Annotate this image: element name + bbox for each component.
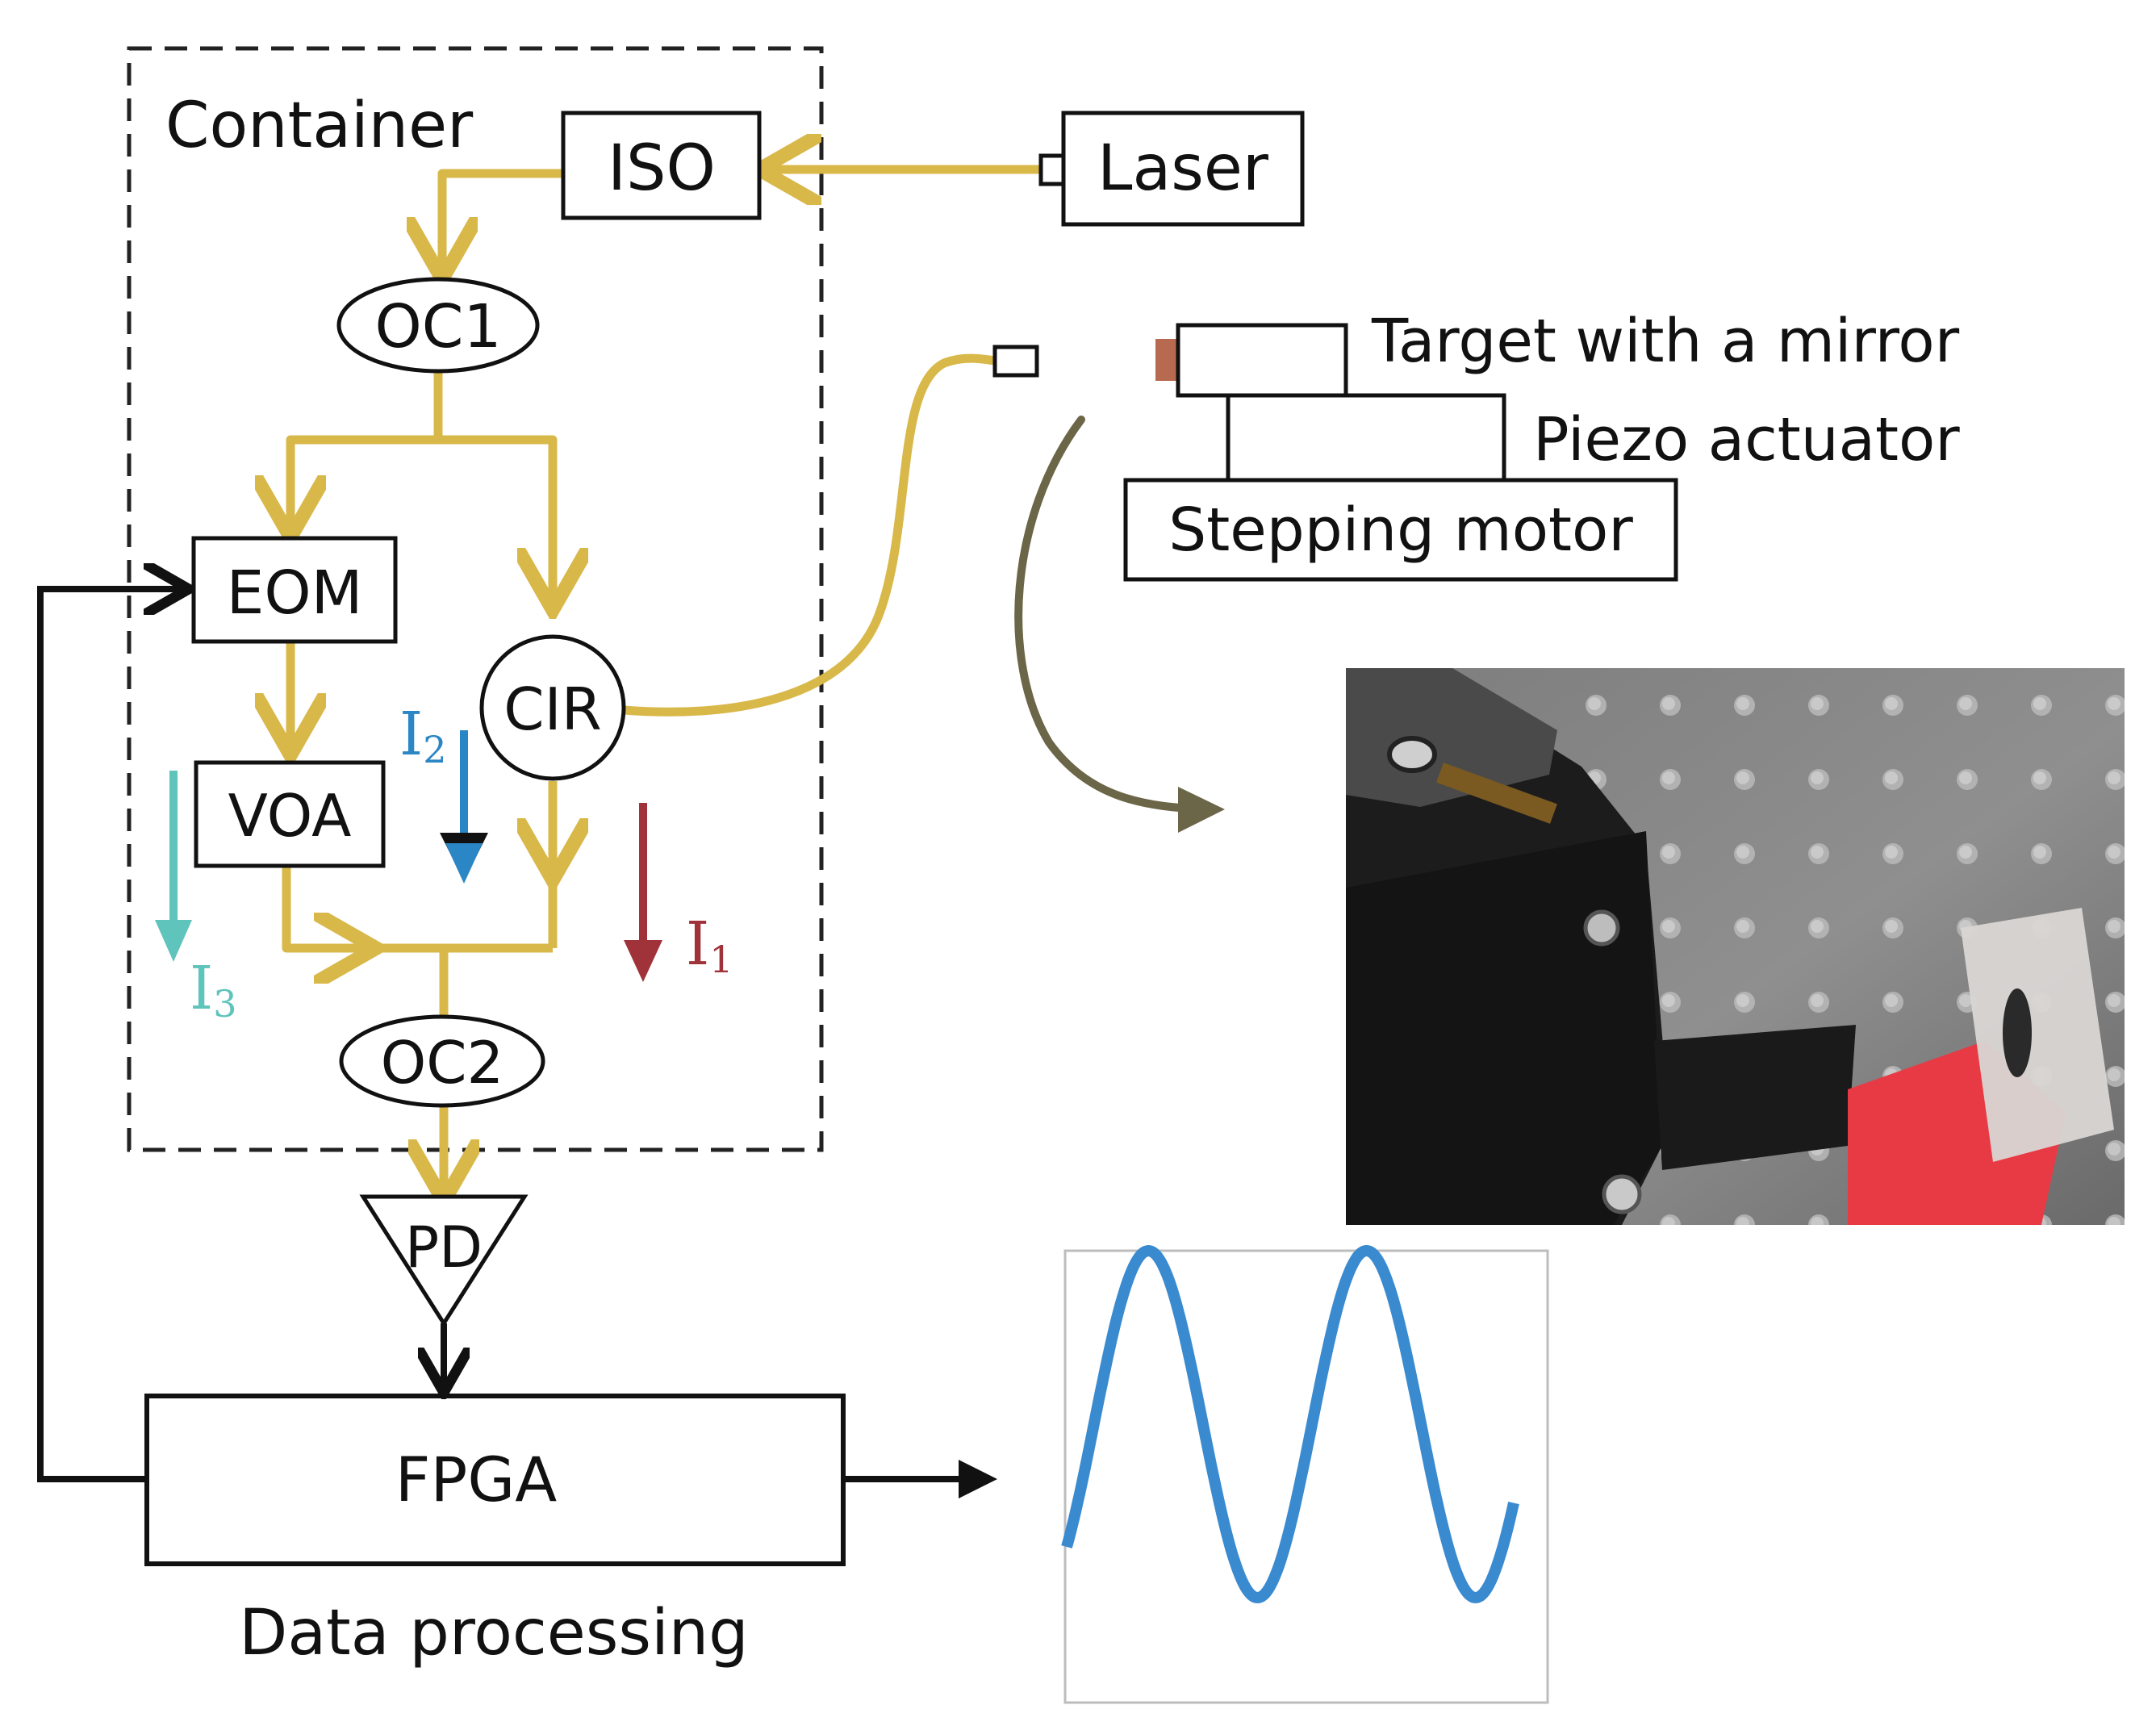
- svg-text:ISO: ISO: [608, 132, 716, 205]
- fiber-voa-combine: [282, 866, 367, 948]
- curve-arrow-head: [1178, 787, 1225, 833]
- waveform-plot: [1061, 1245, 1549, 1704]
- svg-text:FPGA: FPGA: [395, 1444, 557, 1515]
- eom-block: EOM: [191, 536, 398, 644]
- current-i3: I3: [155, 771, 237, 1026]
- fpga-feedback-to-eom: [37, 589, 182, 1482]
- target-assembly: Target with a mirror Piezo actuator Step…: [1123, 307, 1960, 582]
- fiber-oc1-split: [290, 370, 443, 529]
- cir-block: CIR: [479, 634, 626, 781]
- target-block: [1176, 323, 1348, 398]
- svg-text:EOM: EOM: [227, 558, 363, 628]
- current-i2: I2: [399, 700, 488, 884]
- fiber-cir-probe: [623, 353, 1001, 717]
- container-label: Container: [165, 90, 474, 162]
- pd-detector: PD: [359, 1194, 529, 1327]
- probe-head: [992, 345, 1039, 378]
- fpga-block: FPGA: [144, 1394, 846, 1566]
- target-photo: [1346, 668, 2125, 1225]
- voa-block: VOA: [194, 760, 386, 868]
- signal-lines: [37, 589, 997, 1498]
- iso-block: ISO: [561, 111, 762, 220]
- svg-text:CIR: CIR: [503, 675, 602, 743]
- fiber-split-cir: [438, 435, 553, 601]
- oc1-coupler: OC1: [336, 277, 540, 374]
- target-label: Target with a mirror: [1371, 307, 1960, 376]
- fiber-iso-oc1: [442, 169, 565, 270]
- svg-text:OC1: OC1: [375, 292, 502, 361]
- mirror: [1155, 339, 1178, 381]
- fiber-paths: [286, 169, 1041, 1193]
- current-i1: I1: [624, 803, 733, 982]
- piezo-block: [1226, 393, 1506, 483]
- stepping-motor-block: [1123, 478, 1678, 582]
- svg-text:OC2: OC2: [381, 1029, 504, 1097]
- piezo-label: Piezo actuator: [1533, 405, 1960, 474]
- svg-text:I2: I2: [399, 700, 447, 771]
- laser-block: Laser: [1038, 111, 1305, 227]
- waveform-trace: [1061, 1245, 1519, 1603]
- svg-text:Laser: Laser: [1097, 132, 1269, 205]
- svg-text:PD: PD: [405, 1214, 483, 1281]
- oc2-coupler: OC2: [339, 1014, 545, 1108]
- svg-text:VOA: VOA: [228, 782, 352, 850]
- curve-arrow: [1014, 416, 1210, 813]
- svg-text:I1: I1: [686, 909, 733, 981]
- svg-text:I3: I3: [190, 954, 237, 1026]
- data-processing-label: Data processing: [239, 1597, 748, 1670]
- stepping-motor-label: Stepping motor: [1168, 495, 1633, 565]
